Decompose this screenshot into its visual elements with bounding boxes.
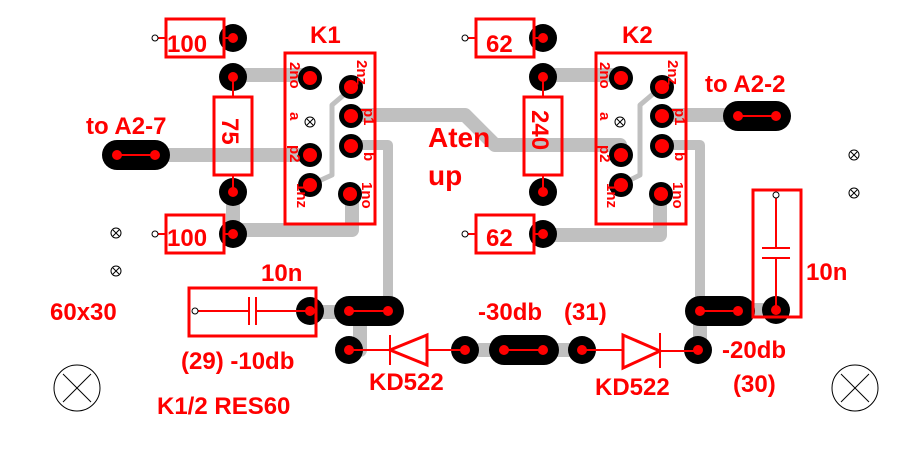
annotation-minus20db: -20db: [722, 337, 786, 364]
connector-right-label: to A2-2: [705, 71, 785, 98]
k2-pin-a: a: [596, 112, 613, 121]
k2-pin-p1: p1: [671, 108, 688, 126]
k1-pin-1no: 1no: [358, 182, 375, 209]
k2-pin-b: b: [671, 152, 688, 161]
k1-pin-2nz: 2nz: [353, 60, 370, 85]
connector-left-label: to A2-7: [86, 113, 166, 140]
k1-pin-1nz: 1nz: [293, 183, 310, 208]
capacitor-left-value: 10n: [261, 260, 302, 287]
k1-pin-a: a: [286, 112, 303, 121]
diode-left-value: KD522: [369, 369, 444, 396]
labels: 100 75 100 62 240 62 K1 K2 2no 2nz a p1 …: [50, 22, 847, 420]
resistor-k1-bot-value: 100: [167, 225, 207, 252]
resistor-k1-mid-value: 75: [216, 118, 243, 145]
pads: [102, 24, 791, 365]
k1-pin-b: b: [360, 152, 377, 161]
k2-pin-p2: p2: [596, 145, 613, 163]
annotation-minus10db: (29) -10db: [181, 348, 294, 375]
diode-left-symbol: [386, 332, 429, 368]
k2-pin-2no: 2no: [596, 62, 613, 89]
annotation-minus30db: -30db: [478, 299, 542, 326]
holes: [53, 34, 879, 412]
k1-pin-p1: p1: [360, 108, 377, 126]
via: [110, 265, 122, 277]
capacitor-right-value: 10n: [806, 259, 847, 286]
k2-pin-2nz: 2nz: [664, 60, 681, 85]
via: [848, 187, 860, 199]
k2-pin-1nz: 1nz: [603, 183, 620, 208]
mounting-hole-right: [831, 364, 879, 412]
k1-pin-p2: p2: [286, 145, 303, 163]
k2-pin-1no: 1no: [669, 182, 686, 209]
k1-pin-2no: 2no: [286, 62, 303, 89]
resistor-k2-bot-value: 62: [486, 225, 513, 252]
trace-k1-1no: [226, 183, 359, 237]
silkscreen: [156, 17, 803, 371]
trace-k2-1no: [536, 188, 667, 242]
resistor-k2-mid-value: 240: [526, 110, 553, 150]
via: [848, 149, 860, 161]
board-size-label: 60x30: [50, 299, 117, 326]
diode-right-value: KD522: [595, 374, 670, 401]
trace-k2-internal: [617, 85, 663, 188]
relay-k2-outline: [594, 51, 688, 226]
via: [304, 116, 316, 128]
trace-k1b-down: [347, 140, 393, 315]
relay-k1-outline: [283, 51, 377, 226]
mounting-hole-left: [53, 364, 101, 412]
resistor-k2-top-value: 62: [486, 31, 513, 58]
center-label-up: up: [428, 160, 462, 191]
relay-k2-ref: K2: [622, 22, 653, 49]
annotation-31: (31): [564, 299, 607, 326]
diode-right-symbol: [621, 332, 664, 371]
center-label-aten: Aten: [428, 122, 490, 153]
via: [614, 116, 626, 128]
pad-centres: [112, 33, 781, 355]
resistor-k1-top-value: 100: [167, 31, 207, 58]
trace-k1-internal: [307, 85, 355, 188]
capacitor-right-outline: [751, 188, 803, 319]
capacitor-left-outline: [187, 286, 318, 338]
trace-k1p1-k2p2: [345, 108, 627, 152]
board-title: K1/2 RES60: [157, 393, 290, 420]
annotation-30: (30): [733, 371, 776, 398]
relay-k1-ref: K1: [310, 22, 341, 49]
via: [110, 227, 122, 239]
